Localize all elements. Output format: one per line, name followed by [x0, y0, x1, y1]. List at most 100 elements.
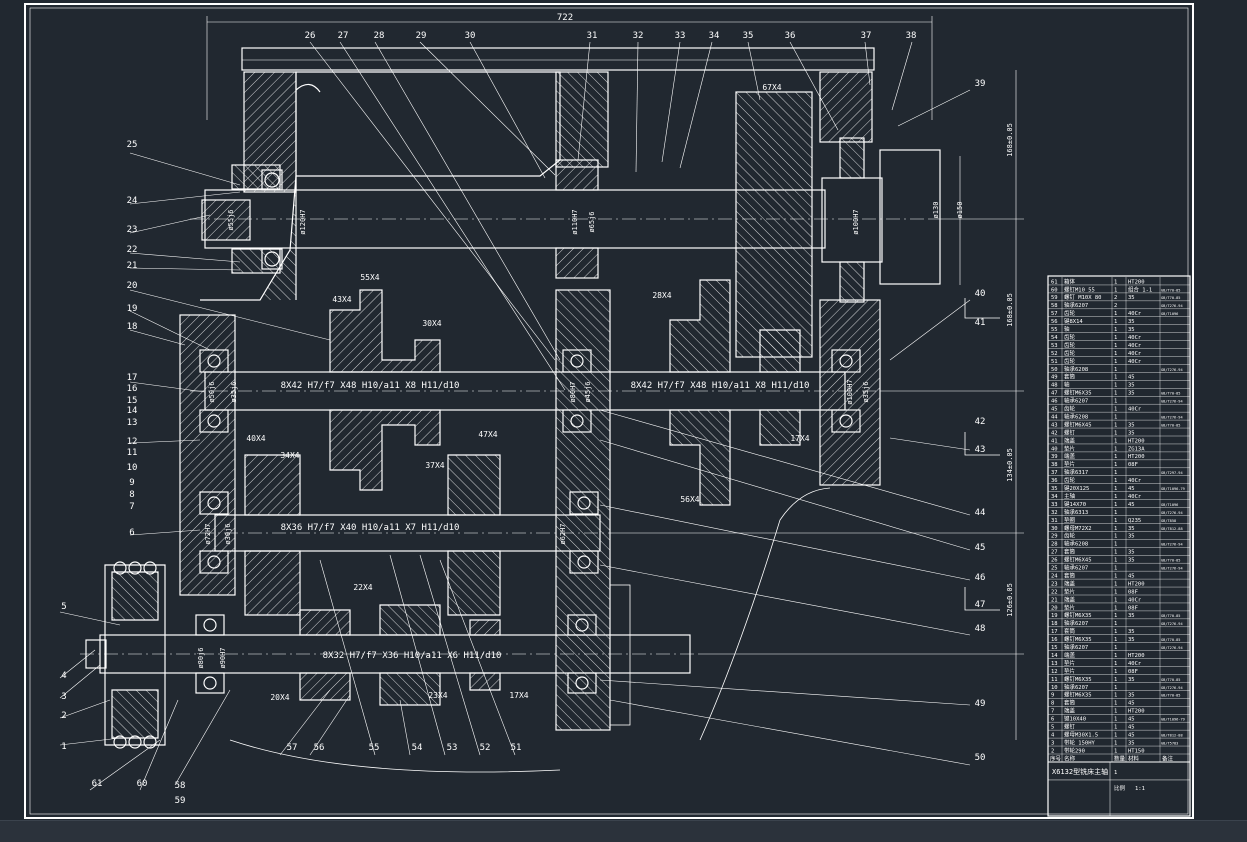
bom-material: 45	[1128, 717, 1135, 723]
bom-no: 18	[1051, 621, 1058, 627]
bom-material: 40Cr	[1128, 478, 1142, 484]
part-label: 25	[127, 140, 138, 150]
bom-standard: GB/T858	[1161, 519, 1176, 523]
part-label: 27	[338, 31, 349, 41]
part-label: 16	[127, 384, 138, 394]
bom-no: 61	[1051, 279, 1058, 285]
bom-no: 4	[1051, 732, 1055, 738]
diameter-label: ø65j6	[588, 211, 596, 232]
bom-material: 35	[1128, 391, 1135, 397]
bom-name: 齿轮	[1064, 405, 1076, 413]
bom-qty: 1	[1114, 486, 1117, 492]
bom-name: 轴	[1064, 325, 1070, 333]
diameter-label: ø72H7	[204, 523, 212, 544]
bom-name: 轴承6208	[1064, 540, 1088, 548]
bom-no: 23	[1051, 581, 1058, 587]
bom-no: 32	[1051, 510, 1058, 516]
bom-material: 35	[1128, 677, 1135, 683]
bom-qty: 1	[1114, 494, 1117, 500]
bom-name: 垫片	[1064, 587, 1075, 595]
bom-qty: 1	[1114, 732, 1117, 738]
bom-material: 35	[1128, 558, 1135, 564]
bom-no: 38	[1051, 462, 1058, 468]
diameter-label: ø120H7	[299, 209, 307, 234]
bom-no: 15	[1051, 645, 1058, 651]
bom-standard: GB/T70-85	[1161, 423, 1180, 427]
bom-standard: GB/T1096	[1161, 312, 1178, 316]
bom-material: 35	[1128, 422, 1135, 428]
diameter-label: ø35j6	[230, 381, 238, 402]
bom-no: 47	[1051, 391, 1058, 397]
bom-material: 35	[1128, 327, 1135, 333]
bom-material: 35	[1128, 693, 1135, 699]
bom-qty: 1	[1114, 518, 1117, 524]
bom-material: Q235	[1128, 518, 1141, 524]
part-label: 23	[127, 225, 138, 235]
diameter-label: ø80j6	[197, 647, 205, 668]
bom-material: HT200	[1128, 438, 1145, 444]
bom-name: 螺钉M6X35	[1064, 675, 1092, 683]
part-label: 21	[127, 261, 138, 271]
part-label: 53	[447, 743, 458, 753]
bom-no: 26	[1051, 558, 1058, 564]
bom-no: 11	[1051, 677, 1058, 683]
part-label: 6	[129, 528, 134, 538]
bom-material: 45	[1128, 701, 1135, 707]
bom-standard: GB/T70-85	[1161, 296, 1180, 300]
bom-no: 13	[1051, 661, 1058, 667]
bom-qty: 1	[1114, 669, 1117, 675]
bom-no: 53	[1051, 343, 1058, 349]
bom-material: 40Cr	[1128, 597, 1142, 603]
bom-material: 40Cr	[1128, 494, 1142, 500]
diameter-label: ø30j6	[224, 523, 232, 544]
bom-material: HT200	[1128, 653, 1145, 659]
gear-label: 37X4	[425, 461, 444, 470]
bom-material: 35	[1128, 613, 1135, 619]
bom-material: ZG13A	[1128, 446, 1145, 452]
bom-qty: 1	[1114, 502, 1117, 508]
bom-standard: GB/T5783	[1161, 741, 1178, 745]
bom-qty: 1	[1114, 446, 1117, 452]
bom-name: 齿轮	[1064, 341, 1076, 349]
bom-qty: 1	[1114, 725, 1117, 731]
bom-qty: 1	[1114, 367, 1117, 373]
bom-standard: GB/T276-94	[1161, 368, 1183, 372]
bom-qty: 1	[1114, 566, 1117, 572]
diameter-label: ø130	[932, 202, 940, 219]
bom-standard: GB/T276-94	[1161, 622, 1183, 626]
bom-name: 螺钉M6X35	[1064, 611, 1092, 619]
bom-name: 垫片	[1064, 444, 1075, 452]
bom-name: 螺钉M10 55	[1064, 285, 1095, 293]
bom-material: 40Cr	[1128, 351, 1142, 357]
part-label: 40	[975, 289, 986, 299]
spline-label: 8X42 H7/f7 X48 H10/a11 X8 H11/d10	[631, 381, 810, 391]
bom-name: 螺钉M6X45	[1064, 420, 1092, 428]
bom-no: 12	[1051, 669, 1058, 675]
bom-no: 41	[1051, 438, 1058, 444]
bom-name: 轴承6207	[1064, 301, 1088, 309]
bom-name: 端盖	[1064, 452, 1076, 460]
part-label: 22	[127, 245, 138, 255]
gear-label: 56X4	[680, 495, 699, 504]
bom-qty: 1	[1114, 478, 1117, 484]
bom-material: HT200	[1128, 279, 1145, 285]
bom-qty: 1	[1114, 653, 1117, 659]
bom-material: 组合 1-1	[1128, 285, 1152, 293]
bom-material: 45	[1128, 725, 1135, 731]
bom-qty: 1	[1114, 613, 1117, 619]
diameter-label: ø55j6	[227, 209, 235, 230]
bom-material: 35	[1128, 534, 1135, 540]
